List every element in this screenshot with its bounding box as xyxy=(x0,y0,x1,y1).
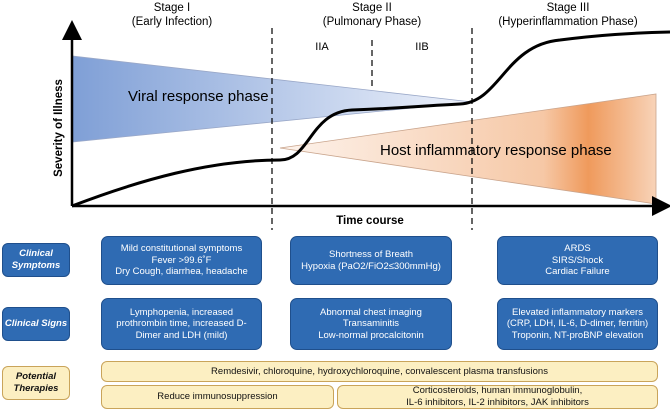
stage1-title: Stage I xyxy=(154,2,190,14)
y-axis-label: Severity of Illness xyxy=(53,79,65,177)
therapies-immunomodulators-box: Corticosteroids, human immunoglobulin, I… xyxy=(337,385,658,409)
stage3-symptoms-box: ARDS SIRS/Shock Cardiac Failure xyxy=(497,236,658,285)
stage2-symptoms-box: Shortness of Breath Hypoxia (PaO2/FiO2≤3… xyxy=(290,236,452,285)
viral-phase-label: Viral response phase xyxy=(128,88,269,105)
host-phase-label: Host inflammatory response phase xyxy=(380,142,612,159)
stage3-subtitle: (Hyperinflammation Phase) xyxy=(498,16,638,28)
stage3-title: Stage III xyxy=(547,2,590,14)
severity-curve xyxy=(71,30,670,208)
severity-graph: Stage I (Early Infection) Stage II (Pulm… xyxy=(53,2,670,230)
clinical-signs-label: Clinical Signs xyxy=(2,307,70,341)
stage1-symptoms-box: Mild constitutional symptoms Fever >99.6… xyxy=(101,236,262,285)
stage2-title: Stage II xyxy=(352,2,392,14)
therapies-broad-box: Remdesivir, chloroquine, hydroxychloroqu… xyxy=(101,361,658,382)
stage1-signs-box: Lymphopenia, increased prothrombin time,… xyxy=(101,298,262,350)
substage-iia: IIA xyxy=(315,41,329,53)
host-inflammatory-wedge xyxy=(279,93,657,205)
substage-iib: IIB xyxy=(415,41,428,53)
therapies-reduce-immunosuppression-box: Reduce immunosuppression xyxy=(101,385,334,409)
stage3-signs-box: Elevated inflammatory markers (CRP, LDH,… xyxy=(497,298,658,350)
clinical-symptoms-label: Clinical Symptoms xyxy=(2,243,70,277)
x-axis-label: Time course xyxy=(336,215,404,227)
stage1-subtitle: (Early Infection) xyxy=(132,16,213,28)
stage2-subtitle: (Pulmonary Phase) xyxy=(323,16,422,28)
potential-therapies-label: Potential Therapies xyxy=(2,366,70,400)
stage2-signs-box: Abnormal chest imaging Transaminitis Low… xyxy=(290,298,452,350)
